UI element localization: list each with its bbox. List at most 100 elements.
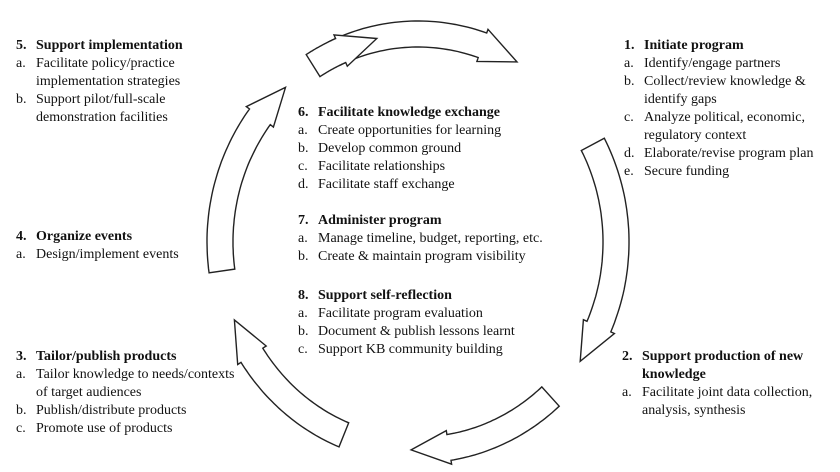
item-letter: b. [624,74,635,89]
item-text: Publish/distribute products [36,403,187,418]
item-letter: c. [624,110,634,125]
item-text: Manage timeline, budget, reporting, etc. [318,231,543,246]
step-item: b. Publish/distribute products [16,402,236,420]
item-letter: a. [16,367,26,382]
item-letter: b. [298,324,309,339]
item-letter: e. [624,164,634,179]
step-item: c. Facilitate relationships [298,158,588,176]
step-number: 6. [298,105,309,120]
step-heading: 6. Facilitate knowledge exchange [298,104,588,122]
step-title: Administer program [318,213,442,228]
step-item: a. Create opportunities for learning [298,122,588,140]
item-text: Design/implement events [36,247,179,262]
step-item: c. Promote use of products [16,420,236,438]
item-text: Secure funding [644,164,730,179]
step-item: c.Support KB community building [298,341,588,359]
item-letter: d. [624,146,635,161]
step-heading: 4. Organize events [16,228,236,246]
arrow-left [206,86,287,274]
step-number: 4. [16,229,27,244]
step-title: Tailor/publish products [36,349,177,364]
step-item: a. Design/implement events [16,246,236,264]
step-items: a. Facilitate program evaluation b. Documen… [298,305,588,359]
step-number: 2. [622,349,633,364]
item-text: Create opportunities for learning [318,123,502,138]
step-item: b. Document & publish lessons learnt [298,323,588,341]
step-item: b. Develop common ground [298,140,588,158]
step-item: b. Support pilot/full-scale demonstration… [16,91,236,127]
step-item: a. Facilitate program evaluation [298,305,588,323]
item-text: Document & publish lessons learnt [318,324,515,339]
step-2-block: 2. Support production of new knowledge a. F… [622,348,834,420]
item-letter: b. [298,249,309,264]
item-text: Tailor knowledge to needs/contexts of ta… [36,367,235,400]
step-heading: 1. Initiate program [624,37,836,55]
arrow-bottom-left [233,318,350,448]
item-letter: a. [298,306,308,321]
step-items: a. Facilitate joint data collection, anal… [622,384,834,420]
step-title: Support production of new knowledge [642,349,804,382]
step-number: 1. [624,38,635,53]
step-7-block: 7. Administer program a. Manage timeline, b… [298,212,588,266]
step-title: Facilitate knowledge exchange [318,105,500,120]
step-item: d. Elaborate/revise program plan [624,145,836,163]
step-title: Organize events [36,229,133,244]
step-number: 5. [16,38,27,53]
item-letter: a. [16,247,26,262]
item-letter: a. [298,123,308,138]
step-item: a. Identify/engage partners [624,55,836,73]
step-item: a. Manage timeline, budget, reporting, et… [298,230,588,248]
step-title: Support self-reflection [318,288,452,303]
step-4-block: 4. Organize events a. Design/implement even… [16,228,236,264]
item-letter: c. [298,342,308,357]
item-text: Facilitate staff exchange [318,177,455,192]
step-items: a. Facilitate policy/practice implementat… [16,55,236,127]
step-item: e. Secure funding [624,163,836,181]
step-items: a. Manage timeline, budget, reporting, et… [298,230,588,266]
item-text: Facilitate joint data collection, analys… [642,385,813,418]
step-item: a. Facilitate policy/practice implementat… [16,55,236,91]
step-item: a. Tailor knowledge to needs/contexts of … [16,366,236,402]
step-items: a. Create opportunities for learning b. Dev… [298,122,588,194]
step-heading: 8. Support self-reflection [298,287,588,305]
step-3-block: 3. Tailor/publish products a. Tailor knowle… [16,348,236,438]
item-letter: a. [624,56,634,71]
item-text: Facilitate policy/practice implementatio… [36,56,181,89]
step-number: 7. [298,213,309,228]
item-text: Analyze political, economic, regulatory … [644,110,805,143]
item-letter: a. [16,56,26,71]
arrow-top-left [305,34,379,78]
step-item: a. Facilitate joint data collection, anal… [622,384,834,420]
step-heading: 3. Tailor/publish products [16,348,236,366]
step-number: 8. [298,288,309,303]
step-item: c. Analyze political, economic, regulator… [624,109,836,145]
item-text: Develop common ground [318,141,462,156]
item-text: Promote use of products [36,421,173,436]
step-item: d. Facilitate staff exchange [298,176,588,194]
item-letter: a. [622,385,632,400]
item-letter: c. [298,159,308,174]
item-text: Create & maintain program visibility [318,249,526,264]
item-letter: b. [16,403,27,418]
item-text: Support pilot/full-scale demonstration f… [36,92,168,125]
step-heading: 7. Administer program [298,212,588,230]
step-number: 3. [16,349,27,364]
item-letter: c. [16,421,26,436]
arrow-right [579,137,630,363]
item-letter: b. [298,141,309,156]
step-6-block: 6. Facilitate knowledge exchange a. Create … [298,104,588,194]
item-text: Facilitate program evaluation [318,306,483,321]
step-8-block: 8. Support self-reflection a. Facilitate pr… [298,287,588,359]
arrow-top [327,20,519,67]
item-text: Facilitate relationships [318,159,446,174]
arrow-bottom-right [409,385,561,466]
item-text: Elaborate/revise program plan [644,146,814,161]
step-title: Initiate program [644,38,744,53]
item-letter: b. [16,92,27,107]
item-text: Identify/engage partners [644,56,781,71]
item-letter: a. [298,231,308,246]
item-letter: d. [298,177,309,192]
